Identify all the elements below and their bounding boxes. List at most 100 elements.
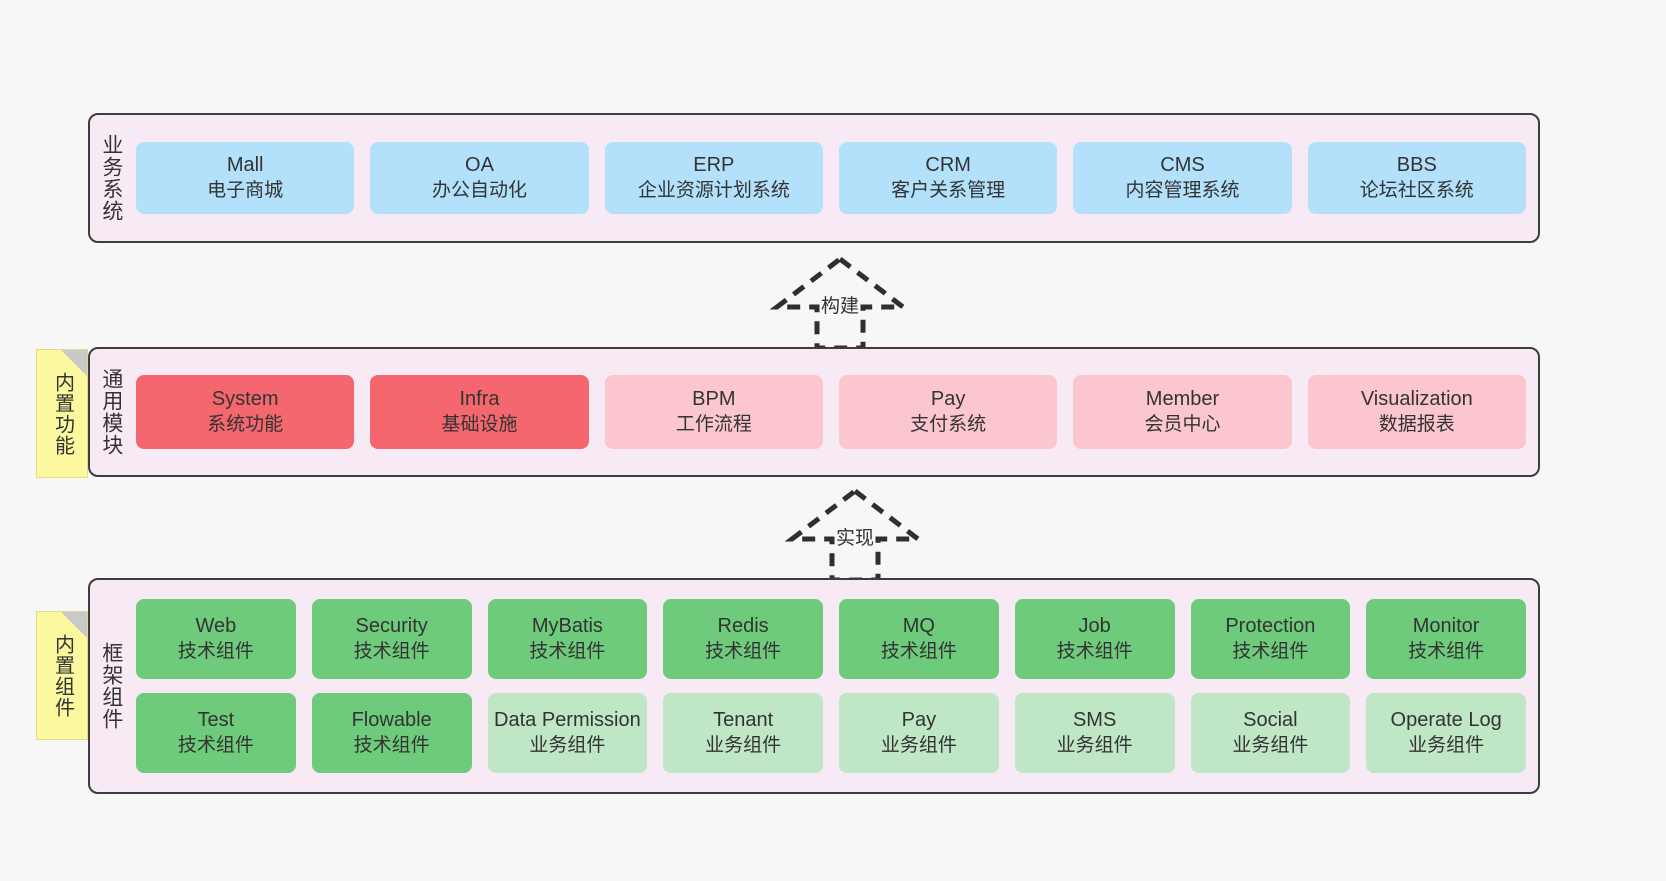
card-visualization-cn: 数据报表 — [1378, 413, 1455, 435]
note-builtin-components[interactable]: 内置组件 — [36, 611, 88, 740]
card-bbs-cn: 论坛社区系统 — [1359, 179, 1474, 201]
connector-implement: 实现 — [760, 487, 950, 582]
card-erp-cn: 企业资源计划系统 — [637, 179, 790, 201]
note-builtin-functions-label: 内置功能 — [51, 371, 74, 456]
card-redis[interactable]: Redis 技术组件 — [663, 599, 823, 679]
card-sms[interactable]: SMS 业务组件 — [1014, 693, 1175, 773]
layer-framework-title: 框架组件 — [99, 642, 123, 730]
layer-common-body: System 系统功能 Infra 基础设施 BPM 工作流程 Pay 支付系统… — [132, 349, 1538, 475]
card-bpm-en: BPM — [692, 388, 736, 411]
card-mybatis-cn: 技术组件 — [529, 640, 606, 662]
card-erp[interactable]: ERP 企业资源计划系统 — [604, 142, 823, 214]
card-pay-component-cn: 业务组件 — [880, 734, 957, 756]
card-flowable[interactable]: Flowable 技术组件 — [311, 693, 472, 773]
card-flowable-cn: 技术组件 — [353, 734, 430, 756]
card-security[interactable]: Security 技术组件 — [311, 599, 472, 679]
card-mall[interactable]: Mall 电子商城 — [136, 142, 355, 214]
card-infra[interactable]: Infra 基础设施 — [370, 375, 589, 449]
card-tenant-en: Tenant — [713, 709, 774, 732]
card-member-cn: 会员中心 — [1144, 413, 1221, 435]
common-card-row: System 系统功能 Infra 基础设施 BPM 工作流程 Pay 支付系统… — [136, 375, 1526, 449]
card-system-en: System — [211, 388, 279, 411]
framework-tech-row: Web 技术组件 Security 技术组件 MyBatis 技术组件 Redi… — [136, 599, 1526, 679]
card-test-cn: 技术组件 — [177, 734, 254, 756]
layer-common-title: 通用模块 — [99, 368, 123, 456]
card-oa[interactable]: OA 办公自动化 — [370, 142, 589, 214]
card-social[interactable]: Social 业务组件 — [1190, 693, 1351, 773]
card-crm-en: CRM — [925, 154, 971, 177]
card-bbs-en: BBS — [1396, 154, 1437, 177]
note-builtin-functions[interactable]: 内置功能 — [36, 349, 88, 478]
card-mybatis-en: MyBatis — [531, 615, 603, 638]
card-protection-cn: 技术组件 — [1232, 640, 1309, 662]
card-system[interactable]: System 系统功能 — [136, 375, 355, 449]
card-web-cn: 技术组件 — [177, 640, 254, 662]
card-social-en: Social — [1243, 709, 1298, 732]
card-bpm[interactable]: BPM 工作流程 — [604, 375, 823, 449]
card-visualization[interactable]: Visualization 数据报表 — [1307, 375, 1526, 449]
card-cms-cn: 内容管理系统 — [1125, 179, 1240, 201]
card-system-cn: 系统功能 — [207, 413, 284, 435]
card-erp-en: ERP — [693, 154, 735, 177]
card-job-cn: 技术组件 — [1056, 640, 1133, 662]
card-test[interactable]: Test 技术组件 — [136, 693, 296, 773]
card-infra-en: Infra — [459, 388, 500, 411]
card-cms[interactable]: CMS 内容管理系统 — [1073, 142, 1292, 214]
note-builtin-components-label: 内置组件 — [51, 633, 74, 718]
connector-build: 构建 — [745, 255, 935, 350]
card-cms-en: CMS — [1160, 154, 1205, 177]
card-bpm-cn: 工作流程 — [675, 413, 752, 435]
note-fold-corner-icon — [61, 612, 87, 638]
card-crm-cn: 客户关系管理 — [891, 179, 1006, 201]
card-operate-log-cn: 业务组件 — [1408, 734, 1485, 756]
card-tenant-cn: 业务组件 — [705, 734, 782, 756]
card-mq[interactable]: MQ 技术组件 — [839, 599, 999, 679]
card-monitor[interactable]: Monitor 技术组件 — [1366, 599, 1526, 679]
card-pay-component[interactable]: Pay 业务组件 — [839, 693, 999, 773]
card-bbs[interactable]: BBS 论坛社区系统 — [1307, 142, 1526, 214]
card-web[interactable]: Web 技术组件 — [136, 599, 296, 679]
framework-business-row: Test 技术组件 Flowable 技术组件 Data Permission … — [136, 693, 1526, 773]
card-pay-module[interactable]: Pay 支付系统 — [838, 375, 1058, 449]
card-pay-module-cn: 支付系统 — [910, 413, 987, 435]
card-monitor-en: Monitor — [1412, 615, 1480, 638]
card-social-cn: 业务组件 — [1232, 734, 1309, 756]
card-mq-en: MQ — [902, 615, 935, 638]
card-oa-cn: 办公自动化 — [431, 179, 527, 201]
layer-business-systems: 业务系统 Mall 电子商城 OA 办公自动化 ERP 企业资源计划系统 CRM… — [88, 113, 1540, 243]
layer-business-body: Mall 电子商城 OA 办公自动化 ERP 企业资源计划系统 CRM 客户关系… — [132, 115, 1538, 241]
card-member-en: Member — [1145, 388, 1220, 411]
connector-implement-label: 实现 — [835, 528, 874, 549]
card-data-permission-en: Data Permission — [494, 709, 641, 732]
layer-common-modules: 通用模块 System 系统功能 Infra 基础设施 BPM 工作流程 Pay… — [88, 347, 1540, 477]
card-operate-log-en: Operate Log — [1390, 709, 1502, 732]
business-card-row: Mall 电子商城 OA 办公自动化 ERP 企业资源计划系统 CRM 客户关系… — [136, 142, 1526, 214]
layer-business-title: 业务系统 — [99, 134, 123, 222]
card-redis-cn: 技术组件 — [705, 640, 782, 662]
card-mybatis[interactable]: MyBatis 技术组件 — [487, 599, 648, 679]
card-operate-log[interactable]: Operate Log 业务组件 — [1366, 693, 1526, 773]
card-monitor-cn: 技术组件 — [1408, 640, 1485, 662]
card-redis-en: Redis — [717, 615, 769, 638]
card-crm[interactable]: CRM 客户关系管理 — [838, 142, 1058, 214]
card-sms-cn: 业务组件 — [1056, 734, 1133, 756]
card-job[interactable]: Job 技术组件 — [1014, 599, 1175, 679]
card-job-en: Job — [1078, 615, 1111, 638]
card-mall-cn: 电子商城 — [207, 179, 284, 201]
card-security-cn: 技术组件 — [353, 640, 430, 662]
card-mall-en: Mall — [226, 154, 264, 177]
card-data-permission[interactable]: Data Permission 业务组件 — [487, 693, 648, 773]
card-flowable-en: Flowable — [351, 709, 432, 732]
card-pay-module-en: Pay — [930, 388, 966, 411]
card-pay-component-en: Pay — [901, 709, 937, 732]
connector-build-label: 构建 — [820, 296, 859, 317]
card-tenant[interactable]: Tenant 业务组件 — [663, 693, 823, 773]
card-security-en: Security — [355, 615, 428, 638]
card-web-en: Web — [195, 615, 237, 638]
card-protection[interactable]: Protection 技术组件 — [1190, 599, 1351, 679]
card-test-en: Test — [197, 709, 235, 732]
card-data-permission-cn: 业务组件 — [529, 734, 606, 756]
card-member[interactable]: Member 会员中心 — [1073, 375, 1292, 449]
card-protection-en: Protection — [1225, 615, 1316, 638]
